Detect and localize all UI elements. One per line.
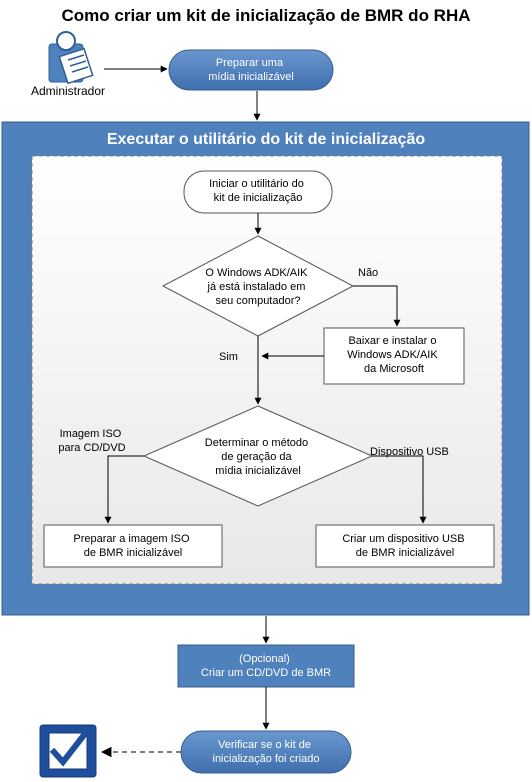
- connector-no-branch: [353, 285, 401, 327]
- prepare-media-step: [168, 49, 334, 91]
- connector-iso-branch: [104, 455, 144, 524]
- prepare-media-label: Preparar uma mídia inicializável: [208, 57, 294, 83]
- create-usb-step: [315, 524, 495, 568]
- edge-label-yes: Sim: [219, 351, 238, 363]
- create-usb-label: Criar um dispositivo USB de BMR iniciali…: [342, 533, 467, 559]
- administrator-clipboard-icon: [48, 31, 94, 85]
- method-decision-label: Determinar o método de geração da mídia …: [205, 437, 311, 477]
- prepare-iso-step: [43, 524, 223, 568]
- verify-label: Verificar se o kit de inicialização foi …: [213, 739, 320, 765]
- administrator-label: Administrador: [31, 84, 105, 98]
- adk-question-label: O Windows ADK/AIK já está instalado em s…: [205, 267, 310, 307]
- connector-usb-branch: [372, 455, 427, 524]
- edge-label-iso: Imagem ISO para CD/DVD: [58, 428, 125, 454]
- edge-label-usb: Dispositivo USB: [370, 446, 449, 458]
- verify-step: [180, 730, 352, 774]
- diagram-title: Como criar um kit de inicialização de BM…: [61, 6, 470, 25]
- optional-cd-step: [177, 644, 355, 688]
- method-decision: [142, 405, 374, 507]
- checkbox-check-icon: [39, 724, 97, 778]
- start-utility-label: Iniciar o utilitário do kit de inicializ…: [209, 178, 307, 204]
- prepare-iso-label: Preparar a imagem ISO de BMR inicializáv…: [73, 533, 192, 559]
- section-title: Executar o utilitário do kit de iniciali…: [107, 131, 426, 148]
- optional-cd-label: (Opcional) Criar um CD/DVD de BMR: [201, 653, 331, 679]
- edge-label-no: Não: [358, 267, 378, 279]
- download-adk-label: Baixar e instalar o Windows ADK/AIK da M…: [347, 335, 441, 375]
